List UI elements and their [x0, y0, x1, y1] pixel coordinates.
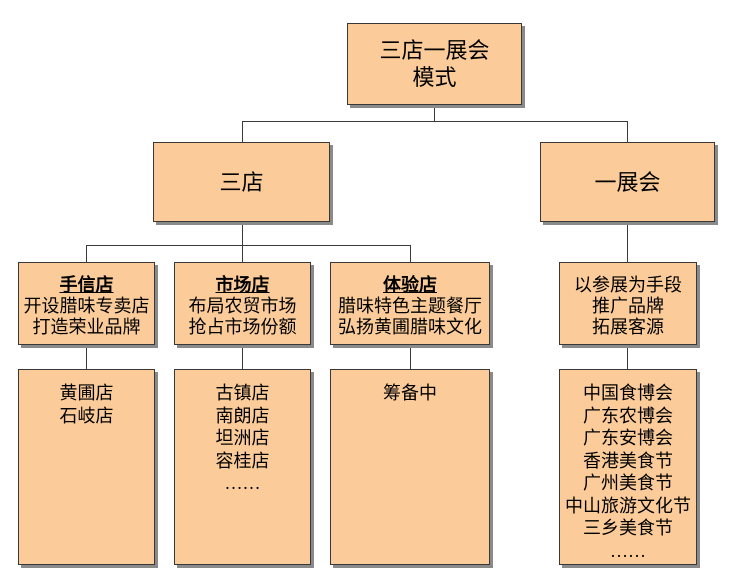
market-location-2: 南朗店	[215, 405, 270, 426]
connector-expo-drop	[627, 345, 628, 369]
connector-mid-rail	[86, 245, 411, 246]
connector-top-rail	[242, 121, 628, 122]
market-location-1: 古镇店	[215, 383, 270, 403]
root-title-line-2: 模式	[412, 65, 457, 90]
node-market-store: 市场店 布局农贸市场 抢占市场份额	[174, 262, 311, 345]
connector-one-expo-drop	[627, 222, 628, 262]
market-location-3: 坦洲店	[215, 428, 270, 448]
market-store-line-2: 抢占市场份额	[188, 317, 297, 337]
market-location-4: 容桂店	[215, 450, 270, 471]
node-experience-store: 体验店 腊味特色主题餐厅 弘扬黄圃腊味文化	[330, 262, 490, 345]
connector-mid-rail-drop-2	[242, 245, 243, 262]
connector-gift-store-drop	[86, 345, 87, 369]
connector-experience-store-drop	[410, 345, 411, 369]
gift-location-1: 黄圃店	[59, 383, 114, 403]
experience-store-line-1: 腊味特色主题餐厅	[338, 296, 482, 316]
one-expo-label: 一展会	[594, 169, 661, 195]
expo-item-ellipsis: ……	[610, 540, 646, 561]
expo-approach-line-2: 推广品牌	[592, 296, 664, 316]
market-store-line-1: 布局农贸市场	[188, 296, 297, 316]
connector-market-store-drop	[242, 345, 243, 369]
connector-mid-rail-drop-1	[86, 245, 87, 262]
experience-store-title: 体验店	[383, 275, 437, 295]
gift-store-title: 手信店	[59, 275, 114, 295]
gift-store-line-2: 打造荣业品牌	[32, 317, 141, 337]
expo-item-1: 中国食博会	[583, 383, 673, 403]
node-model-root: 三店一展会 模式	[347, 23, 522, 105]
market-store-title: 市场店	[215, 275, 270, 295]
node-one-expo: 一展会	[540, 142, 715, 222]
connector-three-stores-stem	[242, 222, 243, 245]
expo-item-4: 香港美食节	[583, 450, 673, 471]
node-expo-approach: 以参展为手段 推广品牌 拓展客源	[559, 262, 697, 345]
connector-top-rail-left-drop	[242, 121, 243, 142]
node-three-stores: 三店	[153, 142, 330, 222]
expo-item-6: 中山旅游文化节	[565, 495, 691, 516]
expo-approach-line-1: 以参展为手段	[574, 275, 682, 295]
experience-status: 筹备中	[383, 383, 437, 403]
three-stores-label: 三店	[219, 169, 264, 195]
gift-store-line-1: 开设腊味专卖店	[23, 296, 150, 316]
market-location-ellipsis: ……	[224, 473, 261, 493]
expo-item-5: 广州美食节	[583, 473, 673, 493]
connector-top-rail-right-drop	[627, 121, 628, 142]
node-gift-store-locations: 黄圃店 石岐店	[18, 369, 155, 565]
connector-root-stem	[434, 105, 435, 121]
node-expo-list: 中国食博会 广东农博会 广东安博会 香港美食节 广州美食节 中山旅游文化节 三乡…	[559, 369, 697, 565]
gift-location-2: 石岐店	[59, 405, 114, 426]
connector-mid-rail-drop-3	[410, 245, 411, 262]
expo-approach-line-3: 拓展客源	[592, 317, 664, 337]
root-title-line-1: 三店一展会	[379, 38, 490, 63]
node-market-store-locations: 古镇店 南朗店 坦洲店 容桂店 ……	[174, 369, 311, 565]
expo-item-7: 三乡美食节	[583, 518, 673, 538]
node-experience-store-status: 筹备中	[330, 369, 490, 565]
experience-store-line-2: 弘扬黄圃腊味文化	[338, 317, 482, 337]
node-gift-store: 手信店 开设腊味专卖店 打造荣业品牌	[18, 262, 155, 345]
expo-item-2: 广东农博会	[583, 405, 673, 426]
expo-item-3: 广东安博会	[583, 428, 673, 448]
